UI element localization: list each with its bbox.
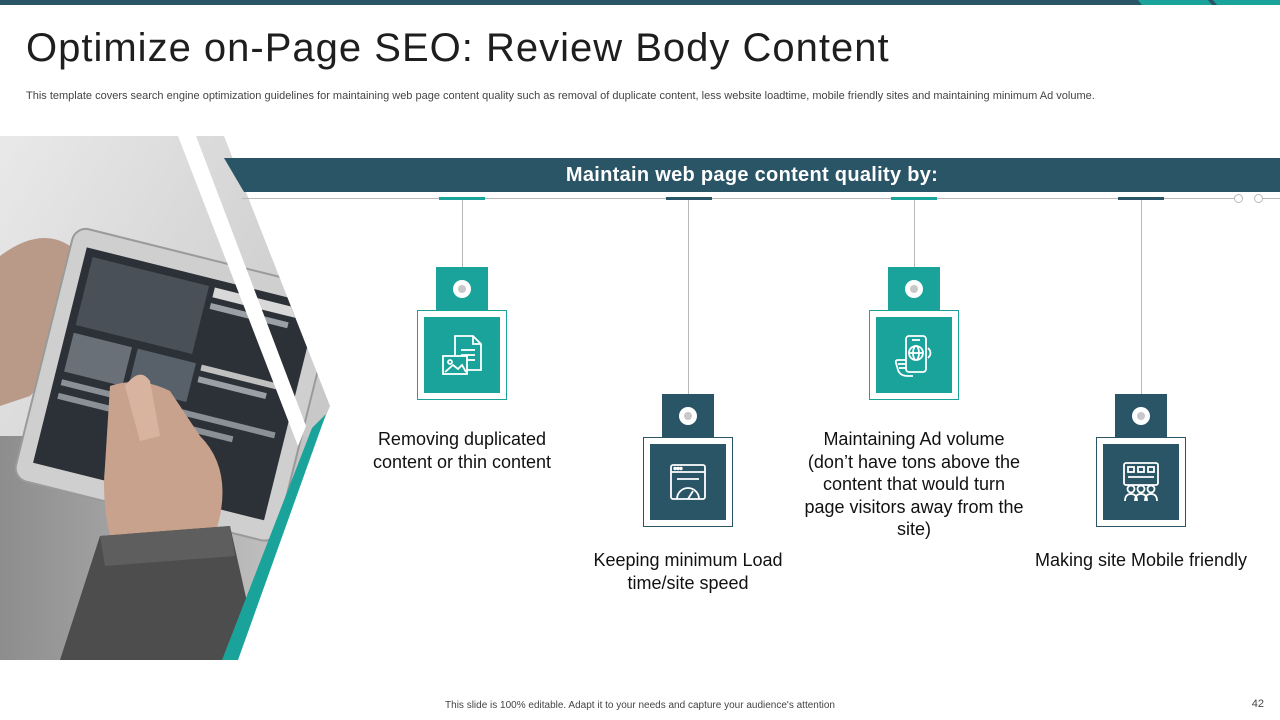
mobile-globe-hand-icon (894, 335, 932, 377)
top-bar (0, 0, 1280, 5)
item-caption: Maintaining Ad volume (don’t have tons a… (804, 429, 1024, 539)
timeline-tick (891, 197, 937, 200)
item-icon-frame (869, 310, 959, 400)
item-icon-tile (424, 317, 500, 393)
top-accent-stripe (1137, 0, 1213, 5)
item-icon-tile (650, 444, 726, 520)
page-number: 42 (1251, 698, 1264, 710)
item-tag (436, 267, 488, 311)
item-icon-frame (417, 310, 507, 400)
section-banner: Maintain web page content quality by: (224, 158, 1280, 192)
timeline-end-dot (1234, 194, 1243, 203)
item-icon-frame (1096, 437, 1186, 527)
tag-dot (679, 407, 697, 425)
connector-line (688, 200, 689, 394)
timeline-line-tail (1262, 198, 1280, 199)
item-tag (888, 267, 940, 311)
item-caption: Keeping minimum Load time/site speed (593, 550, 783, 593)
item-tag (1115, 394, 1167, 438)
tag-dot (453, 280, 471, 298)
item-icon-tile (1103, 444, 1179, 520)
timeline-line (242, 198, 1235, 199)
banner-text: Maintain web page content quality by: (565, 163, 939, 186)
document-image-icon (442, 335, 482, 375)
timeline-tick (439, 197, 485, 200)
slide-title: Optimize on-Page SEO: Review Body Conten… (26, 26, 890, 70)
timeline-tick (666, 197, 712, 200)
tag-dot (905, 280, 923, 298)
speed-gauge-window-icon (670, 464, 706, 500)
item-icon-frame (643, 437, 733, 527)
group-users-screen-icon (1123, 462, 1159, 502)
connector-line (914, 200, 915, 268)
footer-note: This slide is 100% editable. Adapt it to… (445, 700, 835, 711)
item-tag (662, 394, 714, 438)
timeline-tick (1118, 197, 1164, 200)
slide-subtitle: This template covers search engine optim… (26, 90, 1095, 102)
item-caption: Removing duplicated content or thin cont… (372, 429, 552, 472)
connector-line (1141, 200, 1142, 394)
item-caption: Making site Mobile friendly (1034, 550, 1248, 570)
connector-line (462, 200, 463, 268)
top-accent-stripe (1212, 0, 1280, 5)
item-icon-tile (876, 317, 952, 393)
tablet-photo (0, 136, 330, 660)
tag-dot (1132, 407, 1150, 425)
